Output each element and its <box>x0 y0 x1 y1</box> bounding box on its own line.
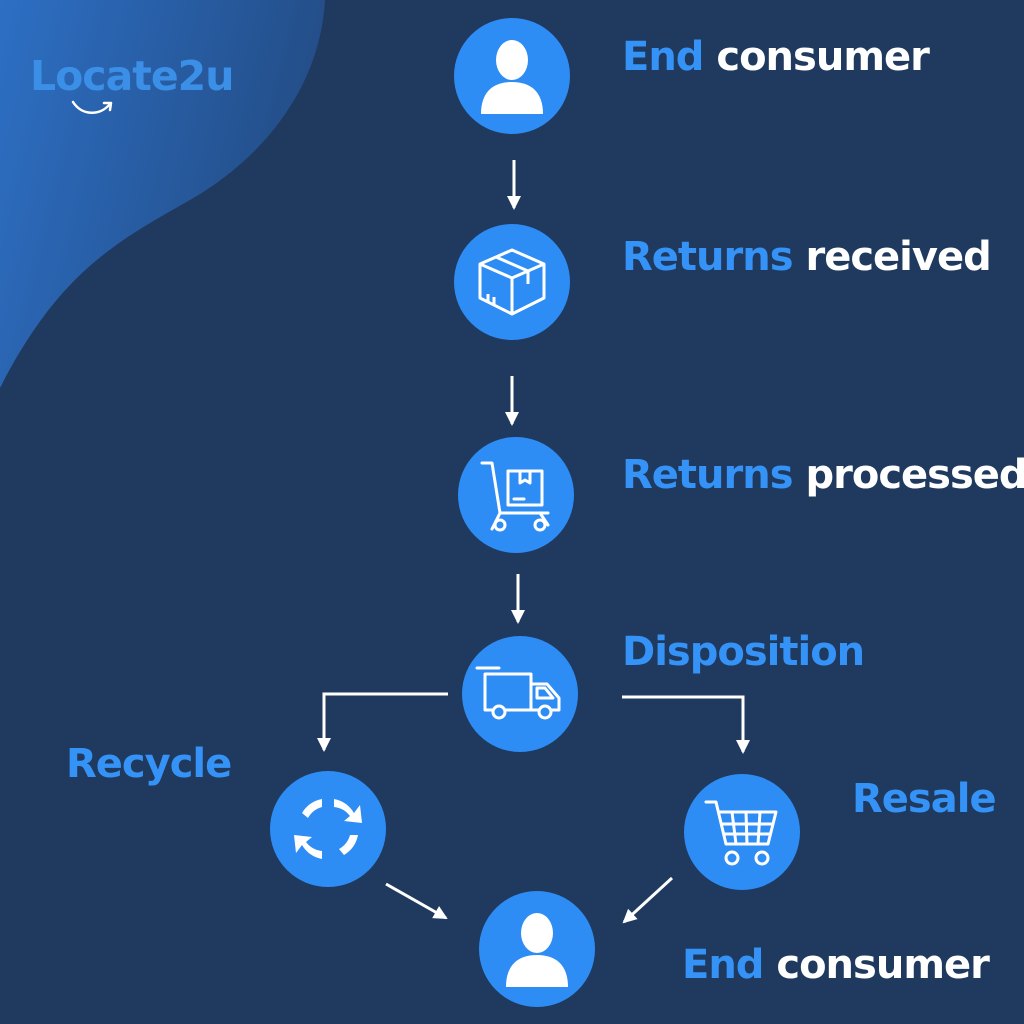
edge-recycle-to-end-consumer <box>385 882 448 920</box>
label-highlight: Returns <box>622 452 794 498</box>
truck-icon <box>475 666 561 720</box>
cart-box-icon <box>480 461 550 532</box>
node-disposition <box>462 636 578 752</box>
label-recycle: Recycle <box>66 741 232 787</box>
logo-text: Locate2u <box>30 52 234 100</box>
label-highlight: Resale <box>852 776 997 822</box>
logo-swoosh-icon <box>71 100 113 114</box>
label-highlight: Disposition <box>622 629 865 675</box>
label-highlight: Recycle <box>66 741 232 787</box>
edge-disposition-to-resale <box>622 695 750 754</box>
label-returns-processed: Returns processed <box>622 455 1024 495</box>
logo: Locate2u <box>30 52 234 100</box>
box-icon <box>478 248 546 316</box>
label-end-consumer-top: End consumer <box>622 34 930 80</box>
node-returns-processed <box>458 437 574 553</box>
label-rest: processed <box>792 452 1024 498</box>
person-icon <box>481 40 543 114</box>
label-disposition: Disposition <box>622 629 865 675</box>
label-rest: consumer <box>703 34 930 80</box>
node-end-consumer-bottom <box>479 891 595 1007</box>
label-rest: consumer <box>763 942 990 988</box>
label-resale: Resale <box>852 776 997 822</box>
node-resale <box>684 774 800 890</box>
edge-disposition-to-recycle <box>317 692 448 752</box>
node-recycle <box>270 771 386 887</box>
label-highlight: End <box>622 34 704 80</box>
label-end-consumer-bottom: End consumer <box>682 942 990 988</box>
node-end-consumer-top <box>454 18 570 134</box>
edge-resale-to-end-consumer <box>622 876 674 924</box>
recycle-icon <box>294 799 362 859</box>
node-returns-received <box>454 224 570 340</box>
shopping-cart-icon <box>704 800 778 866</box>
label-highlight: End <box>682 942 764 988</box>
person-icon <box>506 913 568 987</box>
label-highlight: Returns <box>622 234 794 280</box>
label-rest: received <box>792 234 991 280</box>
label-returns-received: Returns received <box>622 234 992 280</box>
